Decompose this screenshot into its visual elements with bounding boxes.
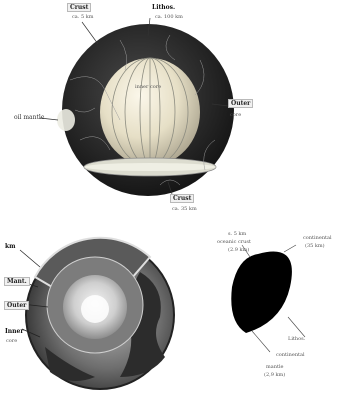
black-label-bottom-4: (2,9 km) — [264, 372, 285, 378]
label-outer-core-sub: core — [230, 112, 241, 118]
label-outer-core: Outer — [228, 99, 253, 108]
black-label-top-left-3: (2.9 km) — [228, 247, 249, 253]
black-label-top-right-2: (35 km) — [305, 243, 325, 249]
black-label-bottom-1: Lithos. — [288, 336, 305, 342]
mantle-plume — [57, 109, 75, 131]
black-label-top-right-1: continental — [303, 235, 332, 241]
black-label-top-left-2: oceanic crust — [217, 239, 251, 245]
top-sphere-diagram — [0, 0, 357, 240]
label-lithosphere-top: Lithos. — [152, 4, 175, 11]
label-lithosphere-top-sub: ca. 100 km — [155, 14, 183, 20]
black-label-bottom-3: mantle — [266, 364, 284, 370]
label-crust-bottom: Crust — [170, 194, 194, 203]
label-crust-top-left-sub: ca. 5 km — [72, 14, 94, 20]
black-label-top-left-1: s. 5 km — [228, 231, 246, 237]
label-crust-bottom-sub: ca. 35 km — [172, 206, 197, 212]
black-cross-section — [0, 227, 357, 407]
label-crust-top-left: Crust — [67, 3, 91, 12]
black-wedge — [231, 251, 292, 333]
label-oil-mantle: oil mantle — [14, 114, 44, 121]
black-label-bottom-2: continental — [276, 352, 305, 358]
label-inner-core: inner core — [135, 84, 161, 90]
